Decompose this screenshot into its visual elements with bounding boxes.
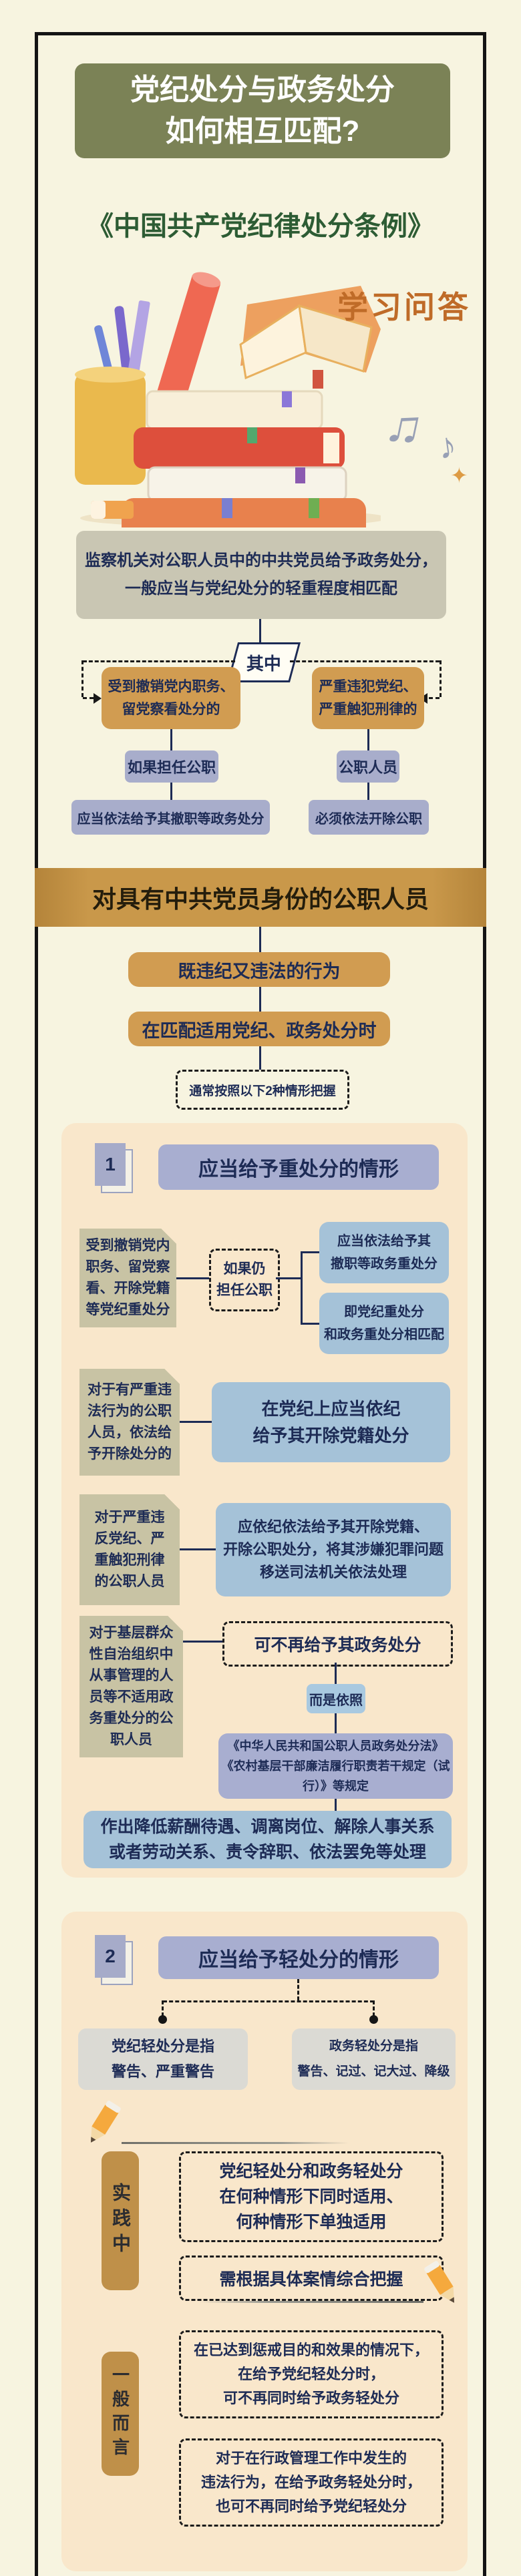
card-front-page: 2 bbox=[95, 1935, 126, 1978]
s2-party-light-def-box: 党纪轻处分是指 警告、严重警告 bbox=[78, 2028, 248, 2090]
connector-line bbox=[335, 1713, 337, 1733]
connector-line bbox=[170, 729, 172, 750]
connector-line bbox=[183, 1641, 222, 1643]
dashed-arrow-right-seg bbox=[429, 697, 440, 699]
dashed-connector-right bbox=[290, 660, 440, 662]
middle-left-box: 如果担任公职 bbox=[125, 750, 218, 783]
intro-summary-box: 监察机关对公职人员中的中共党员给予政务处分， 一般应当与党纪处分的轻重程度相匹配 bbox=[76, 531, 446, 619]
section1-number-card: 1 bbox=[95, 1143, 133, 1193]
connector-line bbox=[367, 729, 369, 750]
connector-line bbox=[180, 1548, 216, 1550]
s1-row3-result-box: 应依纪依法给予其开除党籍、 开除公职处分，将其涉嫌犯罪问题 移送司法机关依法处理 bbox=[216, 1503, 451, 1596]
connector-line bbox=[301, 1251, 319, 1253]
practice-tab: 实践中 bbox=[102, 2151, 139, 2290]
arrow-right-icon bbox=[94, 693, 102, 704]
books-stack-illustration bbox=[75, 272, 381, 527]
s2-general-item2-box: 对于在行政管理工作中发生的 违法行为，在给予政务轻处分时， 也可不再同时给予党纪… bbox=[179, 2438, 444, 2527]
condition-left-box: 受到撤销党内职务、 留党察看处分的 bbox=[102, 667, 240, 729]
among-which-label: 其中 bbox=[246, 653, 281, 674]
pencil-icon bbox=[90, 2101, 121, 2143]
dashed-connector-left-v bbox=[81, 660, 83, 697]
dashed-arrow-left-seg bbox=[83, 697, 94, 699]
s1-row4-laws-box: 《中华人民共和国公职人员政务处分法》 《农村基层干部廉洁履行职责若干规定（试 行… bbox=[218, 1733, 453, 1799]
s1-row4-outcome-box: 作出降低薪酬待遇、调离岗位、解除人事关系 或者劳动关系、责令辞职、依法罢免等处理 bbox=[83, 1811, 452, 1868]
dashed-connector bbox=[373, 2000, 375, 2016]
s1-row4-note-box: 可不再给予其政务处分 bbox=[222, 1621, 453, 1667]
s1-row1-source-box: 受到撤销党内 职务、留党察 看、开除党籍 等党纪重处分 bbox=[79, 1229, 176, 1327]
page-title-line2: 如何相互匹配? bbox=[165, 115, 360, 148]
connector-line bbox=[259, 1046, 261, 1070]
connector-line bbox=[276, 1277, 302, 1279]
study-qa-badge: 学习问答 bbox=[337, 290, 471, 325]
flow-step1-box: 既违纪又违法的行为 bbox=[128, 952, 390, 987]
s2-gov-light-def-box: 政务轻处分是指 警告、记过、记大过、降级 bbox=[292, 2028, 456, 2090]
card-front-page: 1 bbox=[95, 1143, 126, 1186]
connector-line bbox=[335, 1799, 337, 1811]
connector-line bbox=[259, 619, 261, 644]
connector-line bbox=[176, 1277, 209, 1279]
divider-line bbox=[199, 2301, 423, 2303]
page-frame bbox=[35, 32, 486, 2576]
connector-line bbox=[335, 1663, 337, 1684]
s2-general-item1-box: 在已达到惩戒目的和效果的情况下， 在给予党纪轻处分时， 可不再同时给予政务轻处分 bbox=[179, 2330, 444, 2418]
bullet-dot-icon bbox=[158, 2015, 167, 2024]
s1-row4-source-box: 对于基层群众 性自治组织中 从事管理的人 员等不适用政 务重处分的公 职人员 bbox=[79, 1616, 183, 1757]
flow-step3-box: 通常按照以下2种情形把握 bbox=[176, 1070, 349, 1110]
divider-line bbox=[122, 2142, 349, 2144]
s1-row2-source-box: 对于有严重违 法行为的公职 人员，依法给 予开除处分的 bbox=[79, 1369, 180, 1476]
page-title: 党纪处分与政务处分 如何相互匹配? bbox=[75, 63, 450, 158]
dashed-connector bbox=[162, 2000, 164, 2016]
bullet-dot-icon bbox=[369, 2015, 378, 2024]
page-title-line1: 党纪处分与政务处分 bbox=[130, 73, 395, 106]
section2-number-card: 2 bbox=[95, 1935, 133, 1985]
connector-line bbox=[301, 1323, 319, 1325]
s1-row2-result-box: 在党纪上应当依纪 给予其开除党籍处分 bbox=[212, 1382, 450, 1462]
s2-practice-item2-box: 需根据具体案情综合把握 bbox=[179, 2256, 444, 2301]
s1-row3-source-box: 对于严重违 反党纪、严 重触犯刑律 的公职人员 bbox=[79, 1494, 180, 1605]
music-notes-icon: ♫ ♪ ✦ bbox=[380, 395, 468, 487]
middle-right-box: 公职人员 bbox=[337, 750, 399, 783]
section2-title-bar: 应当给予轻处分的情形 bbox=[158, 1936, 439, 1979]
s2-practice-item1-box: 党纪轻处分和政务轻处分 在何种情形下同时适用、 何种情形下单独适用 bbox=[179, 2151, 444, 2242]
connector-line bbox=[259, 927, 261, 952]
condition-right-box: 严重违犯党纪、 严重触犯刑律的 bbox=[312, 667, 424, 729]
connector-line bbox=[367, 783, 369, 800]
dashed-connector-right-v bbox=[440, 660, 442, 697]
pencil-icon bbox=[424, 2261, 455, 2303]
s1-row4-link-box: 而是依照 bbox=[307, 1684, 365, 1713]
result-left-box: 应当依法给予其撤职等政务处分 bbox=[71, 800, 270, 835]
s1-row1-middle-box: 如果仍 担任公职 bbox=[209, 1249, 280, 1311]
s1-row1-result2-box: 即党纪重处分 和政务重处分相匹配 bbox=[319, 1293, 449, 1354]
dashed-connector bbox=[297, 1979, 299, 2000]
section1-title-bar: 应当给予重处分的情形 bbox=[158, 1144, 439, 1190]
connector-line bbox=[301, 1251, 303, 1325]
result-right-box: 必须依法开除公职 bbox=[309, 800, 429, 835]
generally-tab: 一般而言 bbox=[102, 2352, 139, 2476]
regulation-subtitle: 《中国共产党纪律处分条例》 bbox=[87, 212, 434, 241]
flow-step2-box: 在匹配适用党纪、政务处分时 bbox=[128, 1012, 390, 1046]
dashed-connector bbox=[163, 2000, 374, 2002]
connector-line bbox=[170, 783, 172, 800]
section-banner: 对具有中共党员身份的公职人员 bbox=[35, 868, 486, 927]
connector-line bbox=[259, 987, 261, 1012]
dashed-connector-left bbox=[83, 660, 235, 662]
s1-row1-result1-box: 应当依法给予其 撤职等政务重处分 bbox=[319, 1222, 449, 1283]
connector-line bbox=[180, 1421, 212, 1423]
